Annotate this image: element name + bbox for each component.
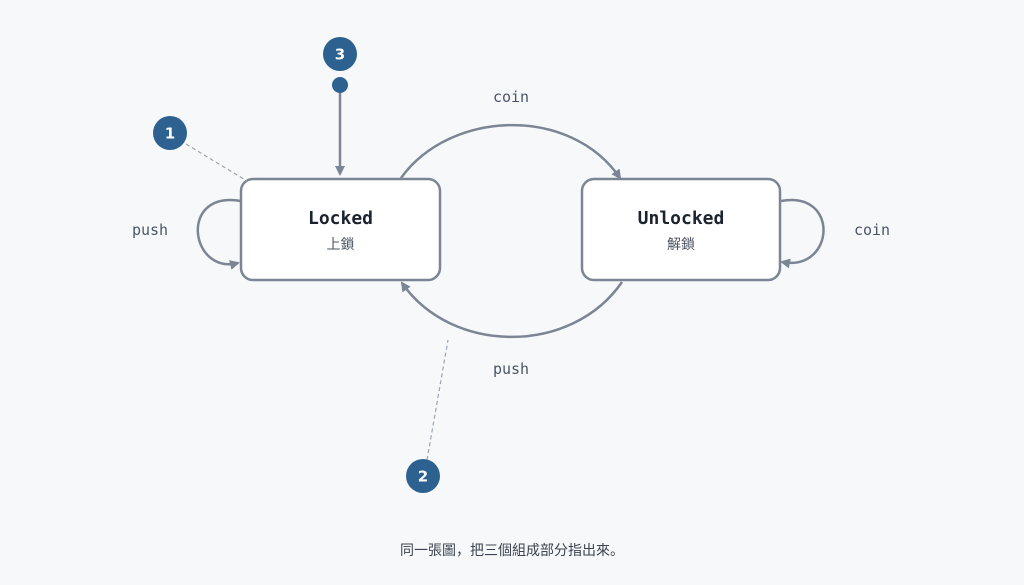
callout-badge-1: 1 xyxy=(153,116,187,150)
edge-locked-to-unlocked xyxy=(399,123,622,180)
state-unlocked-name: Unlocked xyxy=(638,208,725,229)
initial-state-dot xyxy=(332,77,348,93)
state-unlocked: Unlocked 解鎖 xyxy=(580,177,782,282)
state-locked-name: Locked xyxy=(308,208,373,229)
callout-2-leader xyxy=(426,339,449,461)
callout-badge-2: 2 xyxy=(406,459,440,493)
edge-label-push-bottom: push xyxy=(493,360,529,378)
edge-label-push-left: push xyxy=(132,221,168,239)
callout-badge-3: 3 xyxy=(323,37,357,71)
edge-unlocked-self-loop xyxy=(780,198,825,269)
state-unlocked-subtitle: 解鎖 xyxy=(667,237,695,253)
state-locked: Locked 上鎖 xyxy=(239,177,442,282)
callout-1-number: 1 xyxy=(165,125,175,143)
callout-1-leader xyxy=(185,143,248,182)
callout-3-number: 3 xyxy=(335,46,345,64)
edge-locked-self-loop xyxy=(196,198,242,270)
edge-unlocked-to-locked xyxy=(400,281,624,339)
edge-label-coin-right: coin xyxy=(854,221,890,239)
state-locked-subtitle: 上鎖 xyxy=(327,237,355,253)
callout-2-number: 2 xyxy=(418,468,428,486)
caption-text: 同一張圖，把三個組成部分指出來。 xyxy=(400,543,624,559)
edge-label-coin-top: coin xyxy=(493,88,529,106)
